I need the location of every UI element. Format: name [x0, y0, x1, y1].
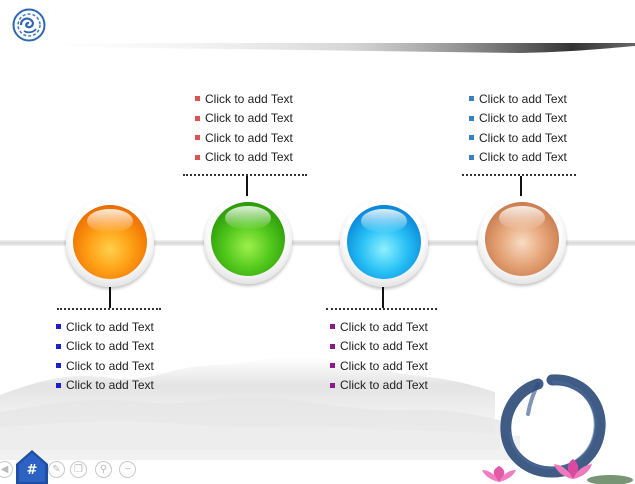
bullet-square-icon [469, 96, 474, 102]
placeholder-text: Click to add Text [205, 130, 293, 145]
connector-2 [246, 176, 248, 198]
list-item[interactable]: Click to add Text [56, 376, 154, 396]
bullet-square-icon [469, 135, 474, 141]
bullet-square-icon [330, 324, 335, 330]
pen-icon[interactable]: ✎ [48, 461, 65, 478]
placeholder-text: Click to add Text [66, 319, 154, 334]
placeholder-text: Click to add Text [340, 319, 428, 334]
placeholder-text: Click to add Text [66, 358, 154, 373]
zoom-icon[interactable]: ⚲ [95, 461, 112, 478]
list-item[interactable]: Click to add Text [195, 89, 293, 109]
header-divider [0, 43, 635, 53]
copy-icon[interactable]: ❐ [70, 461, 87, 478]
connector-3 [382, 286, 384, 308]
bullet-square-icon [56, 382, 61, 388]
separator-bottom-2 [326, 308, 437, 310]
separator-top-1 [183, 174, 307, 176]
text-list-top-2: Click to add Text Click to add Text Clic… [469, 89, 567, 167]
timeline-node-blue[interactable] [340, 199, 428, 287]
bullet-square-icon [56, 324, 61, 330]
back-arrow-icon[interactable]: ◀ [0, 461, 13, 478]
text-list-top-1: Click to add Text Click to add Text Clic… [195, 89, 293, 167]
list-item[interactable]: Click to add Text [195, 128, 293, 148]
separator-top-2 [462, 174, 576, 176]
connector-4 [520, 176, 522, 198]
placeholder-text: Click to add Text [340, 378, 428, 393]
bullet-square-icon [330, 343, 335, 349]
bullet-square-icon [56, 363, 61, 369]
logo-emblem [12, 8, 46, 42]
placeholder-text: Click to add Text [340, 358, 428, 373]
list-item[interactable]: Click to add Text [330, 356, 428, 376]
placeholder-text: Click to add Text [205, 91, 293, 106]
list-item[interactable]: Click to add Text [330, 376, 428, 396]
bullet-square-icon [330, 382, 335, 388]
lotus-leaf-icon [587, 475, 633, 484]
timeline-node-green[interactable] [204, 196, 292, 284]
timeline-line [0, 240, 635, 246]
list-item[interactable]: Click to add Text [330, 337, 428, 357]
separator-bottom-1 [57, 308, 161, 310]
connector-1 [109, 286, 111, 308]
placeholder-text: Click to add Text [66, 339, 154, 354]
bullet-square-icon [195, 135, 200, 141]
placeholder-text: Click to add Text [205, 111, 293, 126]
list-item[interactable]: Click to add Text [469, 109, 567, 129]
home-label: # [26, 463, 38, 478]
list-item[interactable]: Click to add Text [195, 109, 293, 129]
list-item[interactable]: Click to add Text [195, 148, 293, 168]
text-list-bottom-1: Click to add Text Click to add Text Clic… [56, 317, 154, 395]
bullet-square-icon [56, 343, 61, 349]
list-item[interactable]: Click to add Text [56, 317, 154, 337]
list-item[interactable]: Click to add Text [469, 89, 567, 109]
bullet-square-icon [195, 115, 200, 121]
placeholder-text: Click to add Text [479, 130, 567, 145]
placeholder-text: Click to add Text [479, 150, 567, 165]
bullet-square-icon [469, 154, 474, 160]
bullet-square-icon [195, 96, 200, 102]
list-item[interactable]: Click to add Text [56, 356, 154, 376]
enso-ink-circle [500, 374, 606, 478]
bullet-square-icon [469, 115, 474, 121]
placeholder-text: Click to add Text [479, 91, 567, 106]
presentation-toolbar: ◀ ✎ ❐ ⚲ − [0, 453, 160, 484]
minus-icon[interactable]: − [119, 461, 136, 478]
home-shape-icon [16, 450, 48, 484]
text-list-bottom-2: Click to add Text Click to add Text Clic… [330, 317, 428, 395]
list-item[interactable]: Click to add Text [469, 148, 567, 168]
timeline-node-orange[interactable] [66, 199, 154, 287]
bullet-square-icon [195, 154, 200, 160]
placeholder-text: Click to add Text [66, 378, 154, 393]
timeline-node-tan[interactable] [478, 196, 566, 284]
placeholder-text: Click to add Text [479, 111, 567, 126]
home-button[interactable]: # [15, 449, 49, 484]
list-item[interactable]: Click to add Text [469, 128, 567, 148]
lotus-flower-icon [554, 459, 592, 479]
lotus-flower-icon [482, 466, 516, 482]
bullet-square-icon [330, 363, 335, 369]
list-item[interactable]: Click to add Text [330, 317, 428, 337]
placeholder-text: Click to add Text [340, 339, 428, 354]
placeholder-text: Click to add Text [205, 150, 293, 165]
list-item[interactable]: Click to add Text [56, 337, 154, 357]
